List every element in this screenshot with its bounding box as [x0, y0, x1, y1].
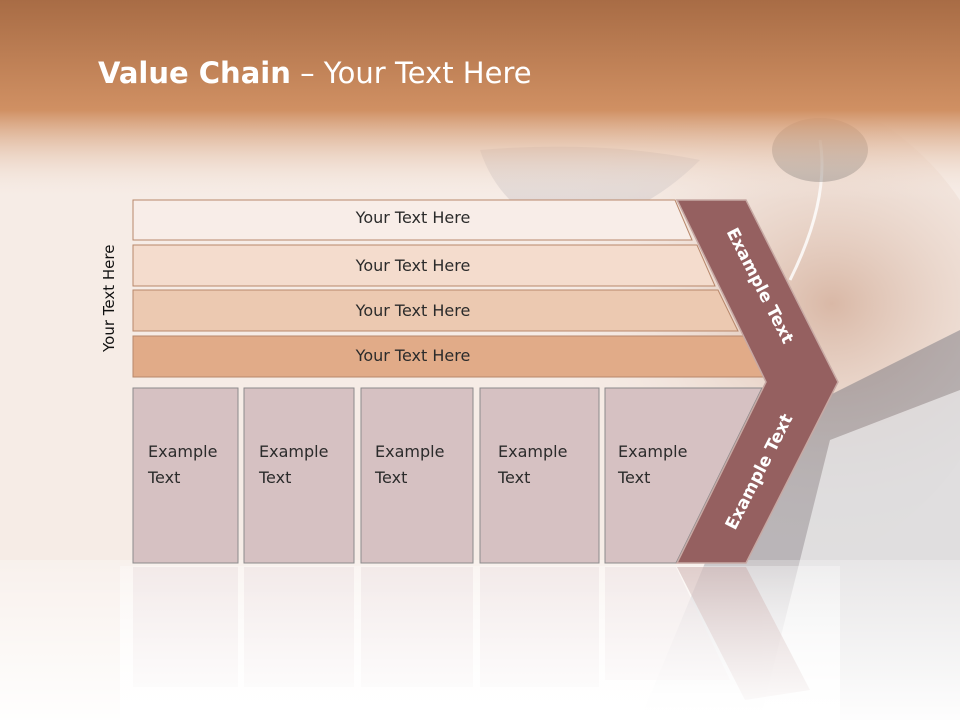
box-text-4: Example Text: [498, 439, 567, 491]
box-text-5-line2: Text: [618, 468, 651, 487]
box-text-4-line1: Example: [498, 442, 568, 461]
page-title: Value Chain – Your Text Here: [98, 56, 532, 90]
box-shape-2: [243, 387, 355, 564]
box-text-1-line1: Example: [148, 442, 218, 461]
box-shape-4: [479, 387, 600, 564]
bar-shape-2: [132, 244, 716, 287]
title-rest: – Your Text Here: [290, 56, 532, 90]
bar-shape-1: [132, 199, 693, 241]
bar-label-1: Your Text Here: [355, 208, 471, 227]
bar-shape-3: [132, 289, 739, 332]
box-text-3: Example Text: [375, 439, 444, 491]
box-text-2-line1: Example: [259, 442, 329, 461]
box-text-3-line1: Example: [375, 442, 445, 461]
box-text-5: Example Text: [618, 439, 687, 491]
box-text-3-line2: Text: [375, 468, 408, 487]
box-shape-3: [360, 387, 474, 564]
bar-label-3: Your Text Here: [355, 301, 471, 320]
box-shape-5: [604, 387, 763, 564]
box-text-1-line2: Text: [148, 468, 181, 487]
bar-label-4: Your Text Here: [355, 346, 471, 365]
box-shape-1: [132, 387, 239, 564]
box-text-5-line1: Example: [618, 442, 688, 461]
box-text-4-line2: Text: [498, 468, 531, 487]
box-text-2: Example Text: [259, 439, 328, 491]
bar-label-2: Your Text Here: [355, 256, 471, 275]
box-text-1: Example Text: [148, 439, 217, 491]
box-text-2-line2: Text: [259, 468, 292, 487]
title-bold: Value Chain: [98, 56, 291, 90]
side-label-text: Your Text Here: [100, 244, 118, 352]
chevron-shape: [675, 199, 839, 564]
